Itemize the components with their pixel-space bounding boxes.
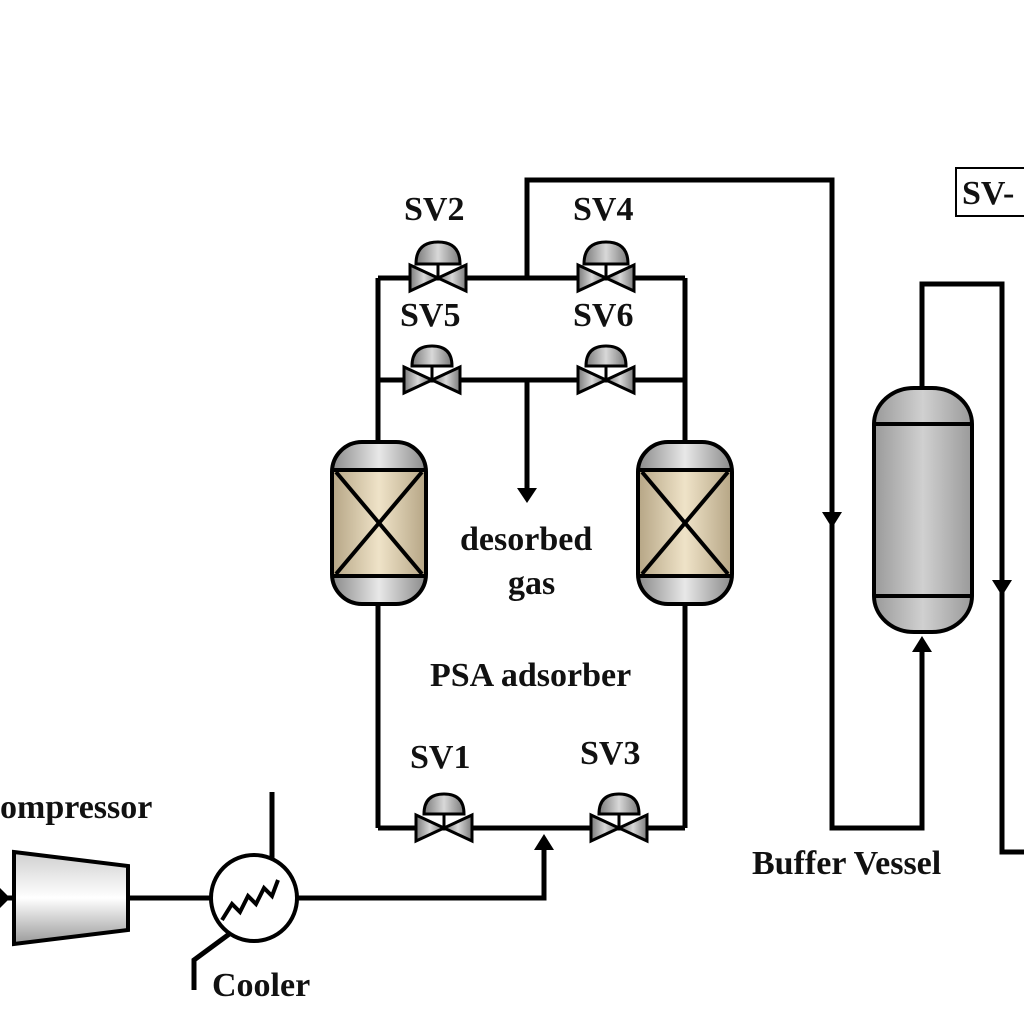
solenoid-valve-icon <box>408 240 468 294</box>
adsorber-column-icon <box>330 440 428 606</box>
solenoid-valve-icon <box>589 792 649 844</box>
solenoid-valve-sv4[interactable] <box>576 240 636 294</box>
cooler-label: Cooler <box>212 967 310 1004</box>
flow-arrow-icon <box>517 488 537 503</box>
sv5-label: SV5 <box>400 297 460 334</box>
sv2-label: SV2 <box>404 191 464 228</box>
product-line-top <box>524 177 925 831</box>
compressor[interactable] <box>12 849 130 947</box>
buffer-vessel-icon <box>872 386 974 634</box>
coolant-in-line <box>191 929 234 990</box>
solenoid-valve-sv5[interactable] <box>402 344 462 396</box>
solenoid-valve-sv2[interactable] <box>408 240 468 294</box>
solenoid-valve-icon <box>414 792 474 844</box>
flow-arrows <box>0 488 1012 908</box>
flow-arrow-icon <box>822 512 842 528</box>
buffer-vessel-label: Buffer Vessel <box>752 845 941 882</box>
flow-arrow-icon <box>912 636 932 652</box>
solenoid-valve-sv1[interactable] <box>414 792 474 844</box>
solenoid-valve-icon <box>576 240 636 294</box>
solenoid-valve-sv3[interactable] <box>589 792 649 844</box>
sv-label-box <box>955 167 1024 217</box>
sv-partial-label: SV- <box>962 175 1014 212</box>
compressor-label: ompressor <box>0 789 152 826</box>
cooler-icon <box>209 853 299 943</box>
adsorber-column-right[interactable] <box>636 440 734 606</box>
solenoid-valve-icon <box>402 344 462 396</box>
desorbed-label: desorbed <box>460 521 592 558</box>
sv3-label: SV3 <box>580 735 640 772</box>
buffer-outlet-line <box>919 281 1024 855</box>
sv1-label: SV1 <box>410 739 470 776</box>
sv6-label: SV6 <box>573 297 633 334</box>
flow-arrow-icon <box>534 834 554 850</box>
compressor-icon <box>12 849 130 947</box>
adsorber-column-left[interactable] <box>330 440 428 606</box>
feed-cooler-bottom-rail <box>298 842 547 901</box>
psa-adsorber-label: PSA adsorber <box>430 657 631 694</box>
labels: SV2 SV4 SV5 SV6 SV1 SV3 SV- desorbed gas… <box>0 175 1014 1004</box>
adsorber-column-icon <box>636 440 734 606</box>
buffer-vessel[interactable] <box>872 386 974 634</box>
solenoid-valve-icon <box>576 344 636 396</box>
flow-arrow-icon <box>992 580 1012 596</box>
cooler[interactable] <box>209 853 299 943</box>
flow-arrow-icon <box>0 888 10 908</box>
sv4-label: SV4 <box>573 191 633 228</box>
solenoid-valve-sv6[interactable] <box>576 344 636 396</box>
gas-label: gas <box>508 565 555 602</box>
